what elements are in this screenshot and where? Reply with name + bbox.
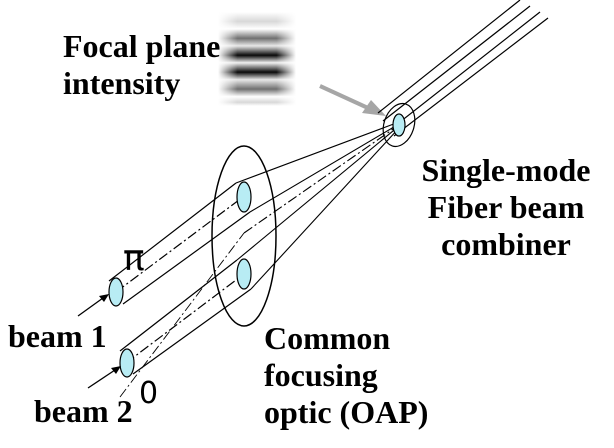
beam-2-label: beam 2 [34,393,133,429]
fiber-combiner-label: Single-mode Fiber beam combiner [421,152,591,262]
focal-plane-intensity-image [218,12,296,106]
beam-2-arrow [87,366,121,389]
beam-2-tube [119,259,252,375]
focusing-optic-label: Common focusing optic (OAP) [264,320,429,430]
beam-1-label: beam 1 [8,318,107,354]
focal-plane-label: Focal plane intensity [63,28,221,101]
beam-2-aperture [119,348,135,378]
optic-aperture-upper [236,181,252,213]
phase-pi-label: π [123,238,145,279]
beam-1-arrow [77,294,109,317]
converging-rays [119,121,400,398]
beam-1-aperture [108,277,124,307]
optic-aperture-lower [236,258,252,290]
pointer-arrow [319,84,386,116]
single-mode-fiber [377,0,549,148]
phase-zero-label: 0 [139,376,159,411]
focusing-optic-ellipse [211,145,277,327]
fiber-core [392,113,406,137]
